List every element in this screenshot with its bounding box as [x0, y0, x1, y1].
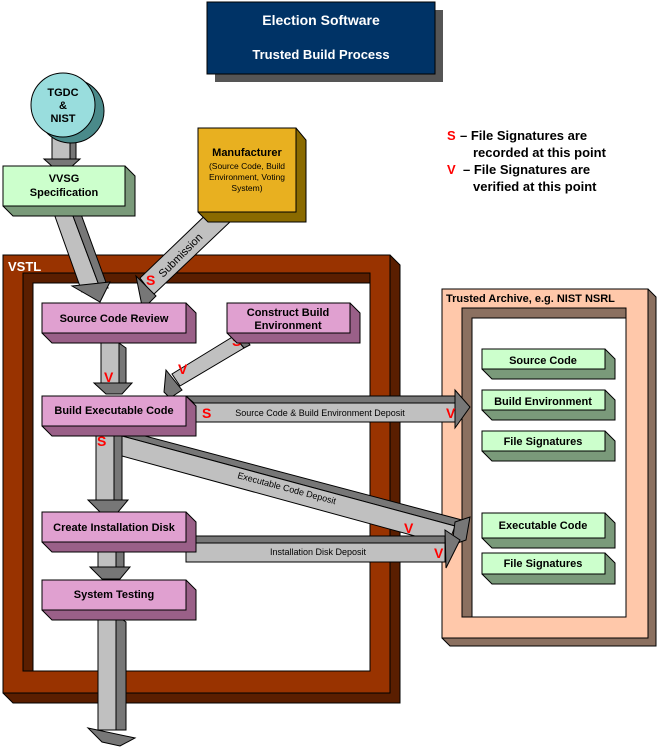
- legend-v-symbol: V: [447, 162, 456, 177]
- source-deposit-label: Source Code & Build Environment Deposit: [235, 408, 405, 418]
- manufacturer-detail-1: (Source Code, Build: [209, 161, 285, 171]
- archive-item-file-signatures-2: File Signatures: [481, 552, 616, 585]
- vvsg-line-1: VVSG: [49, 173, 80, 185]
- archive-frame: Trusted Archive, e.g. NIST NSRL: [441, 288, 657, 647]
- vstl-label: VSTL: [8, 259, 41, 274]
- legend-v-text-2: verified at this point: [473, 179, 597, 194]
- title-line-1: Election Software: [262, 12, 380, 28]
- construct-build-env-box: Construct Build Environment: [226, 302, 361, 344]
- archive-item-label: Build Environment: [494, 396, 592, 408]
- arrow-exe-deposit: Executable Code Deposit V: [120, 431, 471, 546]
- marker-v-review: V: [104, 369, 114, 385]
- legend-v-text-1: – File Signatures are: [463, 162, 590, 177]
- marker-s-submission: S: [146, 272, 155, 288]
- tgdc-nist-circle: TGDC & NIST: [30, 72, 105, 144]
- disk-deposit-label: Installation Disk Deposit: [270, 547, 367, 557]
- legend: S – File Signatures are recorded at this…: [447, 128, 607, 194]
- tgdc-line-2: &: [59, 100, 67, 112]
- archive-item-executable-code: Executable Code: [481, 512, 616, 549]
- build-executable-box: Build Executable Code: [41, 395, 197, 437]
- archive-item-label: Source Code: [509, 355, 577, 367]
- archive-item-file-signatures-1: File Signatures: [481, 430, 616, 462]
- manufacturer-detail-3: System): [231, 183, 262, 193]
- arrow-disk-deposit: Installation Disk Deposit V: [184, 529, 461, 569]
- system-testing-box: System Testing: [41, 579, 197, 621]
- arrow-source-deposit: Source Code & Build Environment Deposit …: [184, 388, 471, 430]
- marker-v-archive-disk: V: [434, 545, 444, 561]
- build-executable-label: Build Executable Code: [54, 405, 173, 417]
- marker-s-build: S: [202, 405, 211, 421]
- legend-s-text-2: recorded at this point: [473, 145, 607, 160]
- construct-build-env-line-1: Construct Build: [247, 307, 330, 319]
- create-install-disk-box: Create Installation Disk: [41, 511, 197, 553]
- archive-item-source-code: Source Code: [481, 348, 616, 380]
- archive-label: Trusted Archive, e.g. NIST NSRL: [446, 293, 615, 305]
- archive-item-label: Executable Code: [499, 520, 588, 532]
- arrow-vvsg-to-review: [51, 205, 111, 303]
- archive-item-build-environment: Build Environment: [481, 389, 616, 421]
- legend-s-symbol: S: [447, 128, 456, 143]
- marker-s-build-exe: S: [97, 433, 106, 449]
- source-code-review-label: Source Code Review: [60, 313, 169, 325]
- construct-build-env-line-2: Environment: [254, 320, 322, 332]
- arrow-review-to-build: V: [92, 342, 134, 395]
- tgdc-line-1: TGDC: [47, 87, 78, 99]
- marker-v-construct: V: [178, 361, 188, 377]
- tgdc-line-3: NIST: [50, 113, 75, 125]
- archive-item-label: File Signatures: [504, 558, 583, 570]
- system-testing-label: System Testing: [74, 589, 155, 601]
- vvsg-line-2: Specification: [30, 187, 99, 199]
- source-code-review-box: Source Code Review: [41, 302, 197, 344]
- arrow-testing-out: [86, 614, 137, 747]
- archive-item-label: File Signatures: [504, 436, 583, 448]
- title-line-2: Trusted Build Process: [252, 47, 389, 62]
- legend-s-text-1: – File Signatures are: [460, 128, 587, 143]
- marker-v-archive-exe: V: [404, 520, 414, 536]
- manufacturer-detail-2: Environment, Voting: [209, 172, 285, 182]
- title-box: Election Software Trusted Build Process: [206, 1, 443, 82]
- marker-v-archive-source: V: [446, 405, 456, 421]
- manufacturer-box: Manufacturer (Source Code, Build Environ…: [197, 127, 307, 223]
- vvsg-box: VVSG Specification: [2, 165, 136, 217]
- manufacturer-title: Manufacturer: [212, 147, 282, 159]
- create-install-disk-label: Create Installation Disk: [53, 522, 176, 534]
